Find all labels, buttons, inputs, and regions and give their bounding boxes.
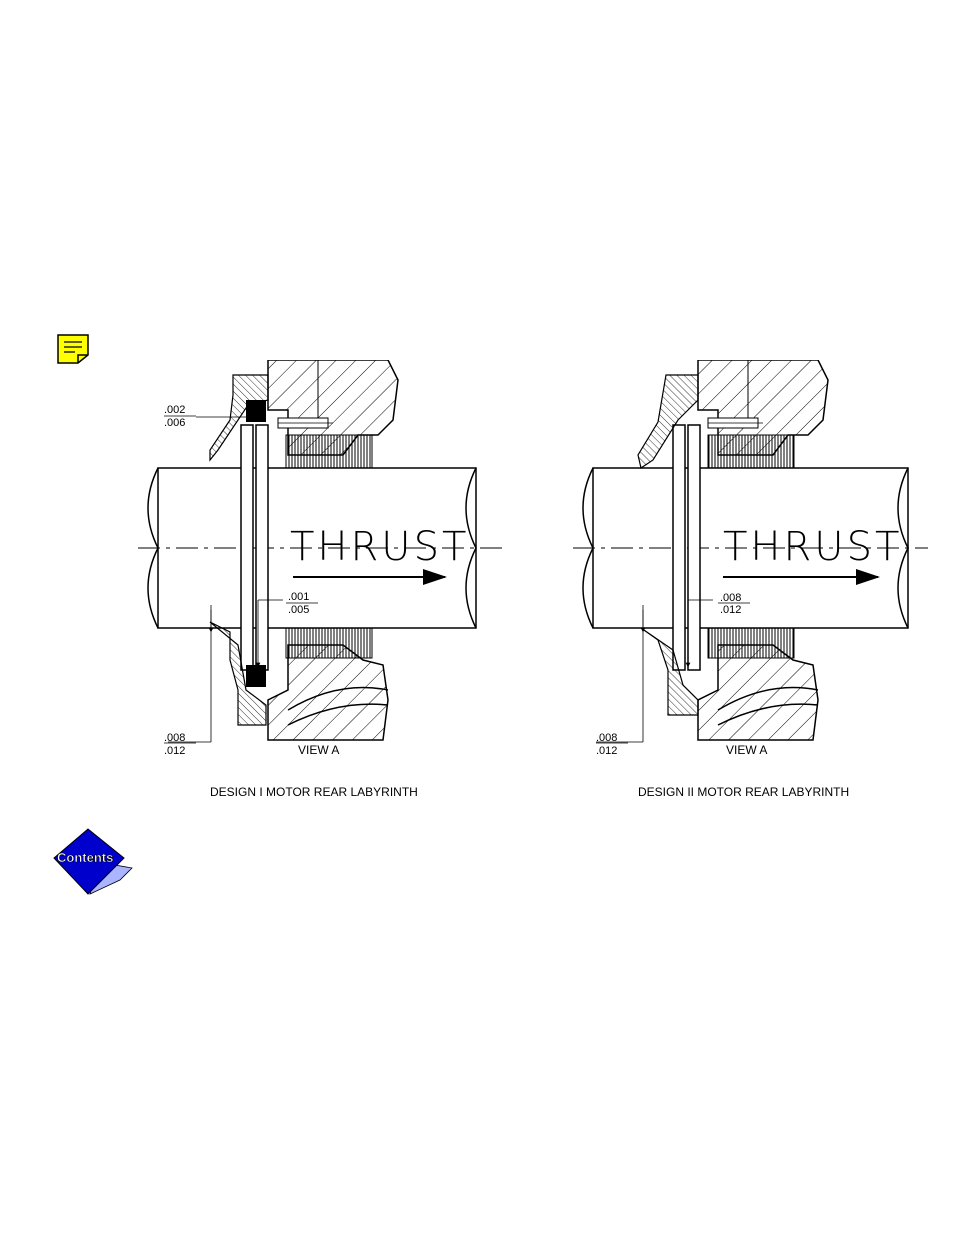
dim-mid-den-1: .005	[288, 604, 309, 616]
dim-mid-num-1: .001	[288, 591, 309, 603]
design-2-figure	[573, 359, 928, 743]
contents-button[interactable]: Contents	[50, 828, 134, 898]
view-label-2: VIEW A	[726, 743, 767, 757]
dim-bot-num-2: .008	[596, 732, 617, 744]
caption-design-1: DESIGN I MOTOR REAR LABYRINTH	[210, 785, 418, 799]
view-label-1: VIEW A	[298, 743, 339, 757]
dim-top-den-1: .006	[164, 417, 185, 429]
dim-mid-num-2: .008	[720, 592, 741, 604]
caption-design-2: DESIGN II MOTOR REAR LABYRINTH	[638, 785, 849, 799]
thrust-label-1: THRUST	[290, 524, 469, 570]
contents-label: Contents	[57, 850, 113, 865]
labyrinth-drawing: THRUST .002 .006 .001 .005 .008 .012 VIE…	[138, 359, 928, 805]
diamond-icon	[53, 828, 125, 895]
thrust-label-2: THRUST	[723, 524, 902, 570]
dim-mid-den-2: .012	[720, 604, 741, 616]
dim-bot-num-1: .008	[164, 732, 185, 744]
design-1-figure	[138, 359, 508, 743]
dim-top-num-1: .002	[164, 404, 185, 416]
dim-bot-den-1: .012	[164, 745, 185, 757]
sticky-note-icon[interactable]	[57, 334, 89, 364]
dim-bot-den-2: .012	[596, 745, 617, 757]
